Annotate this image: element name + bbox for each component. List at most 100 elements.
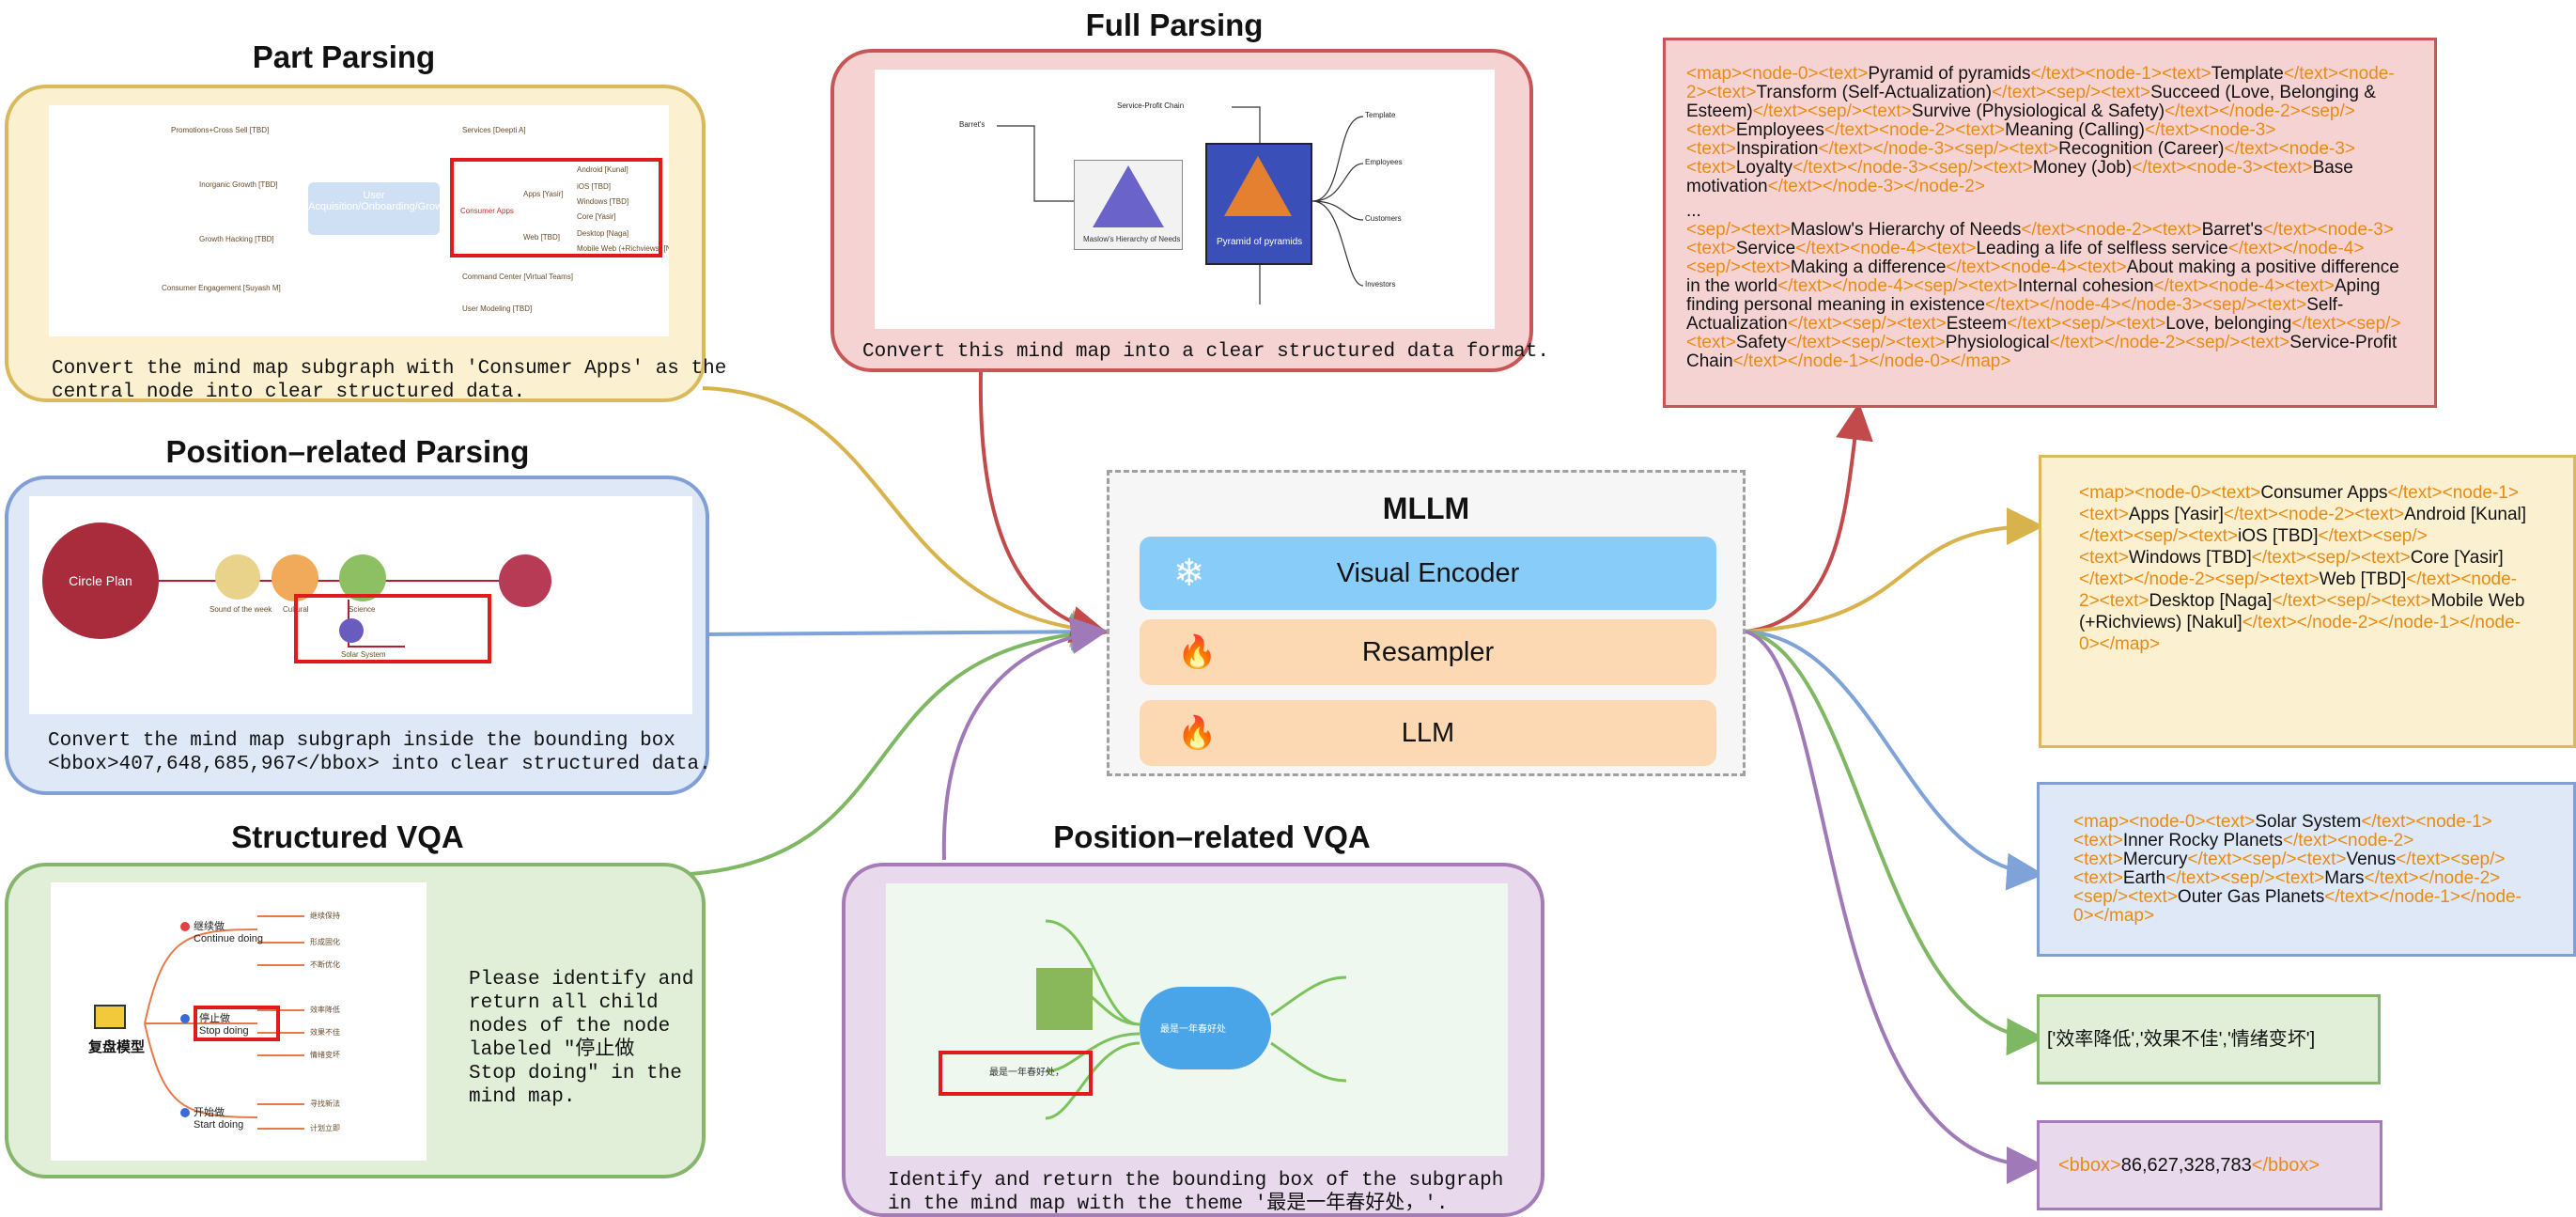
- extra-node: [499, 554, 551, 607]
- maslow-triangle: [1093, 165, 1164, 227]
- part-app-node: Mobile Web (+Richviews) [Nakul]: [577, 244, 669, 253]
- arrow-out-part: [1745, 507, 2044, 633]
- position-vqa-branches: [1045, 919, 1347, 1120]
- part-app-node: Windows [TBD]: [577, 197, 629, 206]
- branch-investors: Investors: [1365, 280, 1396, 289]
- full-output-value: Recognition (Career): [2058, 139, 2225, 159]
- part-parsing-panel: User Acquisition/Onboarding/Growth Promo…: [5, 85, 726, 403]
- arrow-out-full: [1745, 402, 1873, 633]
- fire-icon: 🔥: [1177, 634, 1218, 670]
- full-output-value: Transform (Self-Actualization): [1756, 83, 1993, 102]
- position-output-value: Venus: [2346, 850, 2397, 869]
- full-output-value: Meaning (Calling): [2005, 120, 2145, 140]
- cloud-center-label: 最是一年春好处: [1160, 1024, 1226, 1035]
- cloud-center: [1140, 987, 1271, 1069]
- part-app-node: Android [Kunal]: [577, 165, 628, 174]
- full-output-tag: </text><node-3><text>: [1686, 120, 2276, 159]
- mllm-container: MLLM ❄ Visual Encoder 🔥 Resampler 🔥 LLM: [1107, 470, 1746, 776]
- circle-plan-node: Circle Plan: [42, 523, 159, 639]
- solar-node: [339, 618, 364, 643]
- part-output-value: Web [TBD]: [2319, 569, 2407, 589]
- full-output-paragraph: ...: [1686, 201, 1701, 221]
- part-left-node: Promotions+Cross Sell [TBD]: [171, 126, 270, 134]
- position-output-tag: </text><node-2><text>: [2073, 831, 2414, 869]
- part-output-value: Android [Kunal]: [2404, 505, 2527, 524]
- structured-vqa-output: ['效率降低','效果不佳','情绪变坏']: [2037, 994, 2381, 1084]
- part-output-value: Consumer Apps: [2260, 483, 2388, 503]
- part-right-node: User Modeling [TBD]: [462, 304, 533, 313]
- position-vqa-highlight-box: [939, 1051, 1093, 1096]
- position-output-value: Inner Rocky Planets: [2122, 831, 2283, 850]
- science-node-label: Science: [349, 605, 376, 614]
- full-parsing-panel: Pyramid of pyramids Maslow's Hierarchy o…: [830, 49, 1549, 372]
- leaf: 不断优化: [310, 960, 340, 969]
- branch-barrets: Barret's: [959, 120, 985, 129]
- part-app-node: Desktop [Naga]: [577, 229, 629, 238]
- position-vqa-mindmap: 最是一年春好处 最是一年春好处，: [886, 883, 1508, 1156]
- leaf: 寻找新法: [310, 1100, 340, 1108]
- full-output-tag: </text><sep/><text>: [1752, 101, 1912, 121]
- part-output-tag: </text><node-1><text>: [2079, 483, 2519, 524]
- position-output-value: Earth: [2122, 868, 2166, 888]
- arrow-part-parsing: [702, 386, 1109, 648]
- full-output-value: Survive (Physiological & Safety): [1911, 101, 2165, 121]
- full-output-tag: </text><sep/><text>: [2007, 314, 2166, 334]
- full-output-value: Template: [2211, 64, 2284, 84]
- part-app-node: Core [Yasir]: [577, 212, 616, 221]
- full-output-value: Service-Profit Chain: [1686, 333, 2398, 371]
- position-parsing-output: <map><node-0><text>Solar System</text><n…: [2037, 782, 2576, 957]
- full-branches: [997, 106, 1364, 304]
- full-output-tag: </text><sep/><text>: [1992, 83, 2151, 102]
- branch-template: Template: [1365, 111, 1396, 119]
- full-output-value: Love, belonging: [2165, 314, 2292, 334]
- science-node: [339, 554, 386, 601]
- part-output-value: Windows [TBD]: [2128, 548, 2252, 568]
- part-left-node: Consumer Engagement [Suyash M]: [162, 284, 281, 292]
- sound-node-label: Sound of the week: [209, 605, 272, 614]
- bbox-open-tag: <bbox>: [2058, 1155, 2121, 1176]
- continue-cn: 继续做: [194, 921, 225, 932]
- branch-customers: Customers: [1365, 214, 1402, 223]
- part-output-tag: </text><sep/><text>: [2079, 526, 2239, 546]
- stop-highlight-box: [194, 1006, 280, 1041]
- part-output-text: <map><node-0><text>Consumer Apps</text><…: [2079, 482, 2536, 655]
- start-en: Start doing: [194, 1119, 244, 1131]
- full-output-value: Aping finding personal meaning in existe…: [1686, 276, 2381, 315]
- bbox-value: 86,627,328,783: [2120, 1155, 2252, 1176]
- visual-encoder-module: ❄ Visual Encoder: [1140, 537, 1716, 610]
- part-output-tag: </text></node-2><sep/><text>: [2079, 569, 2320, 589]
- part-parsing-title: Part Parsing: [252, 39, 436, 74]
- position-output-tag: </text><sep/><text>: [2165, 868, 2325, 888]
- full-output-tag: </text><sep/><text>: [1787, 314, 1947, 334]
- full-output-tag: </text></node-2><sep/><text>: [1686, 101, 2355, 140]
- part-center-node: User Acquisition/Onboarding/Growth: [308, 182, 451, 235]
- full-parsing-mindmap: Pyramid of pyramids Maslow's Hierarchy o…: [875, 70, 1495, 329]
- llm-label: LLM: [1401, 718, 1455, 748]
- position-highlight-box: [294, 594, 491, 663]
- full-output-tag: </text></node-3><sep/><text>: [1792, 158, 2033, 178]
- part-right-node: Services [Deepti A]: [462, 126, 526, 134]
- leaf: 效率降低: [310, 1006, 340, 1014]
- bbox-close-tag: </bbox>: [2251, 1155, 2320, 1176]
- full-output-value: Physiological: [1945, 333, 2050, 352]
- full-parsing-output: <map><node-0><text>Pyramid of pyramids</…: [1663, 38, 2437, 408]
- grass-image: [1036, 968, 1093, 1030]
- part-output-value: Apps [Yasir]: [2128, 505, 2224, 524]
- part-highlight-box: [450, 158, 662, 257]
- sound-node: [215, 554, 260, 600]
- full-output-tag: </text><node-2><text>: [1823, 120, 2006, 140]
- stop-en: Stop doing: [199, 1025, 249, 1037]
- full-output-tag: </text><node-2><text>: [1686, 64, 2395, 102]
- branch-employees: Employees: [1365, 158, 1403, 166]
- structured-vqa-mindmap: 复盘模型 继续做 Continue doing 停止做 Stop doing 开…: [51, 882, 427, 1161]
- continue-en: Continue doing: [194, 933, 264, 944]
- resampler-module: 🔥 Resampler: [1140, 619, 1716, 685]
- leaf: 计划立即: [310, 1124, 340, 1132]
- position-output-value: Outer Gas Planets: [2177, 887, 2325, 907]
- full-output-value: About making a positive difference in th…: [1686, 257, 2399, 296]
- part-parsing-output: <map><node-0><text>Consumer Apps</text><…: [2039, 455, 2576, 748]
- full-output-tag: </text><node-3><text>: [2132, 158, 2313, 178]
- position-parsing-title: Position–related Parsing: [165, 434, 530, 469]
- part-output-value: Mobile Web (+Richviews) [Nakul]: [2079, 591, 2525, 632]
- position-vqa-title: Position–related VQA: [1053, 819, 1371, 854]
